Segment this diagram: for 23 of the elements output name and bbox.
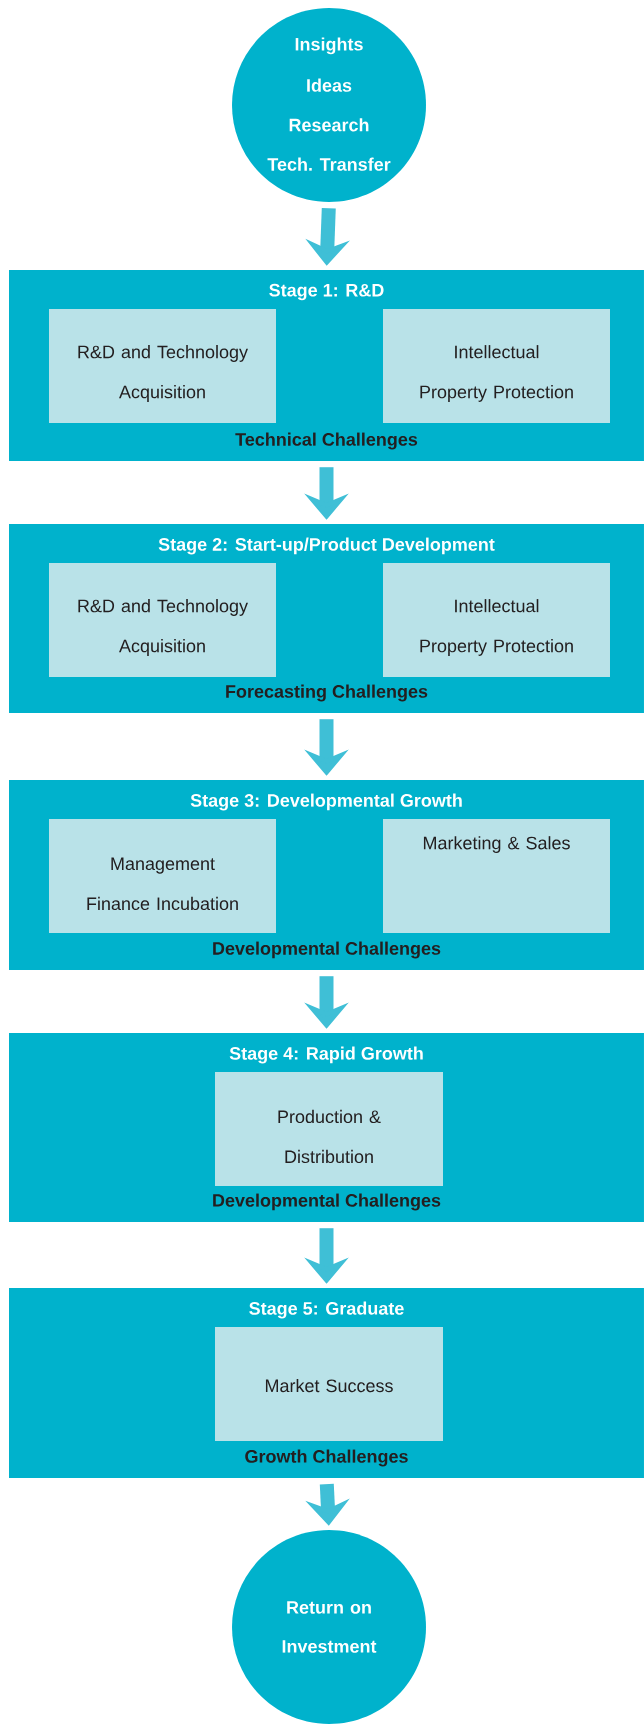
circle-text: Return on Investment: [282, 1601, 377, 1653]
challenge-label: Developmental Challenges: [213, 941, 441, 959]
stage-title: Stage 1: R&D: [269, 283, 384, 301]
stage-title: Stage 5: Graduate: [249, 1301, 404, 1319]
circle-item: Research: [289, 118, 369, 132]
challenge-label: Technical Challenges: [235, 432, 418, 450]
stage-title: Stage 4: Rapid Growth: [229, 1046, 423, 1064]
challenge-label: Growth Challenges: [245, 1449, 408, 1467]
activity-text: Market Success: [265, 1378, 393, 1393]
stage-title: Stage 3: Developmental Growth: [190, 793, 462, 811]
circle-item: Ideas: [307, 78, 352, 92]
activity-text: Intellectual Property Protection: [420, 599, 573, 656]
activity-text: Production & Distribution: [278, 1109, 381, 1164]
activity-text: Management Finance Incubation: [87, 857, 238, 911]
activity-text: R&D and Technology Acquisition: [78, 345, 248, 402]
challenge-label: Developmental Challenges: [213, 1193, 441, 1211]
circle-item: Insights: [295, 37, 363, 55]
challenge-label: Forecasting Challenges: [226, 684, 428, 702]
activity-text: R&D and Technology Acquisition: [78, 599, 248, 656]
activity-text: Marketing & Sales: [423, 836, 570, 853]
stage-title: Stage 2: Start-up/Product Development: [158, 537, 495, 555]
activity-text: Intellectual Property Protection: [420, 345, 573, 402]
circle-item: Tech. Transfer: [267, 157, 391, 171]
